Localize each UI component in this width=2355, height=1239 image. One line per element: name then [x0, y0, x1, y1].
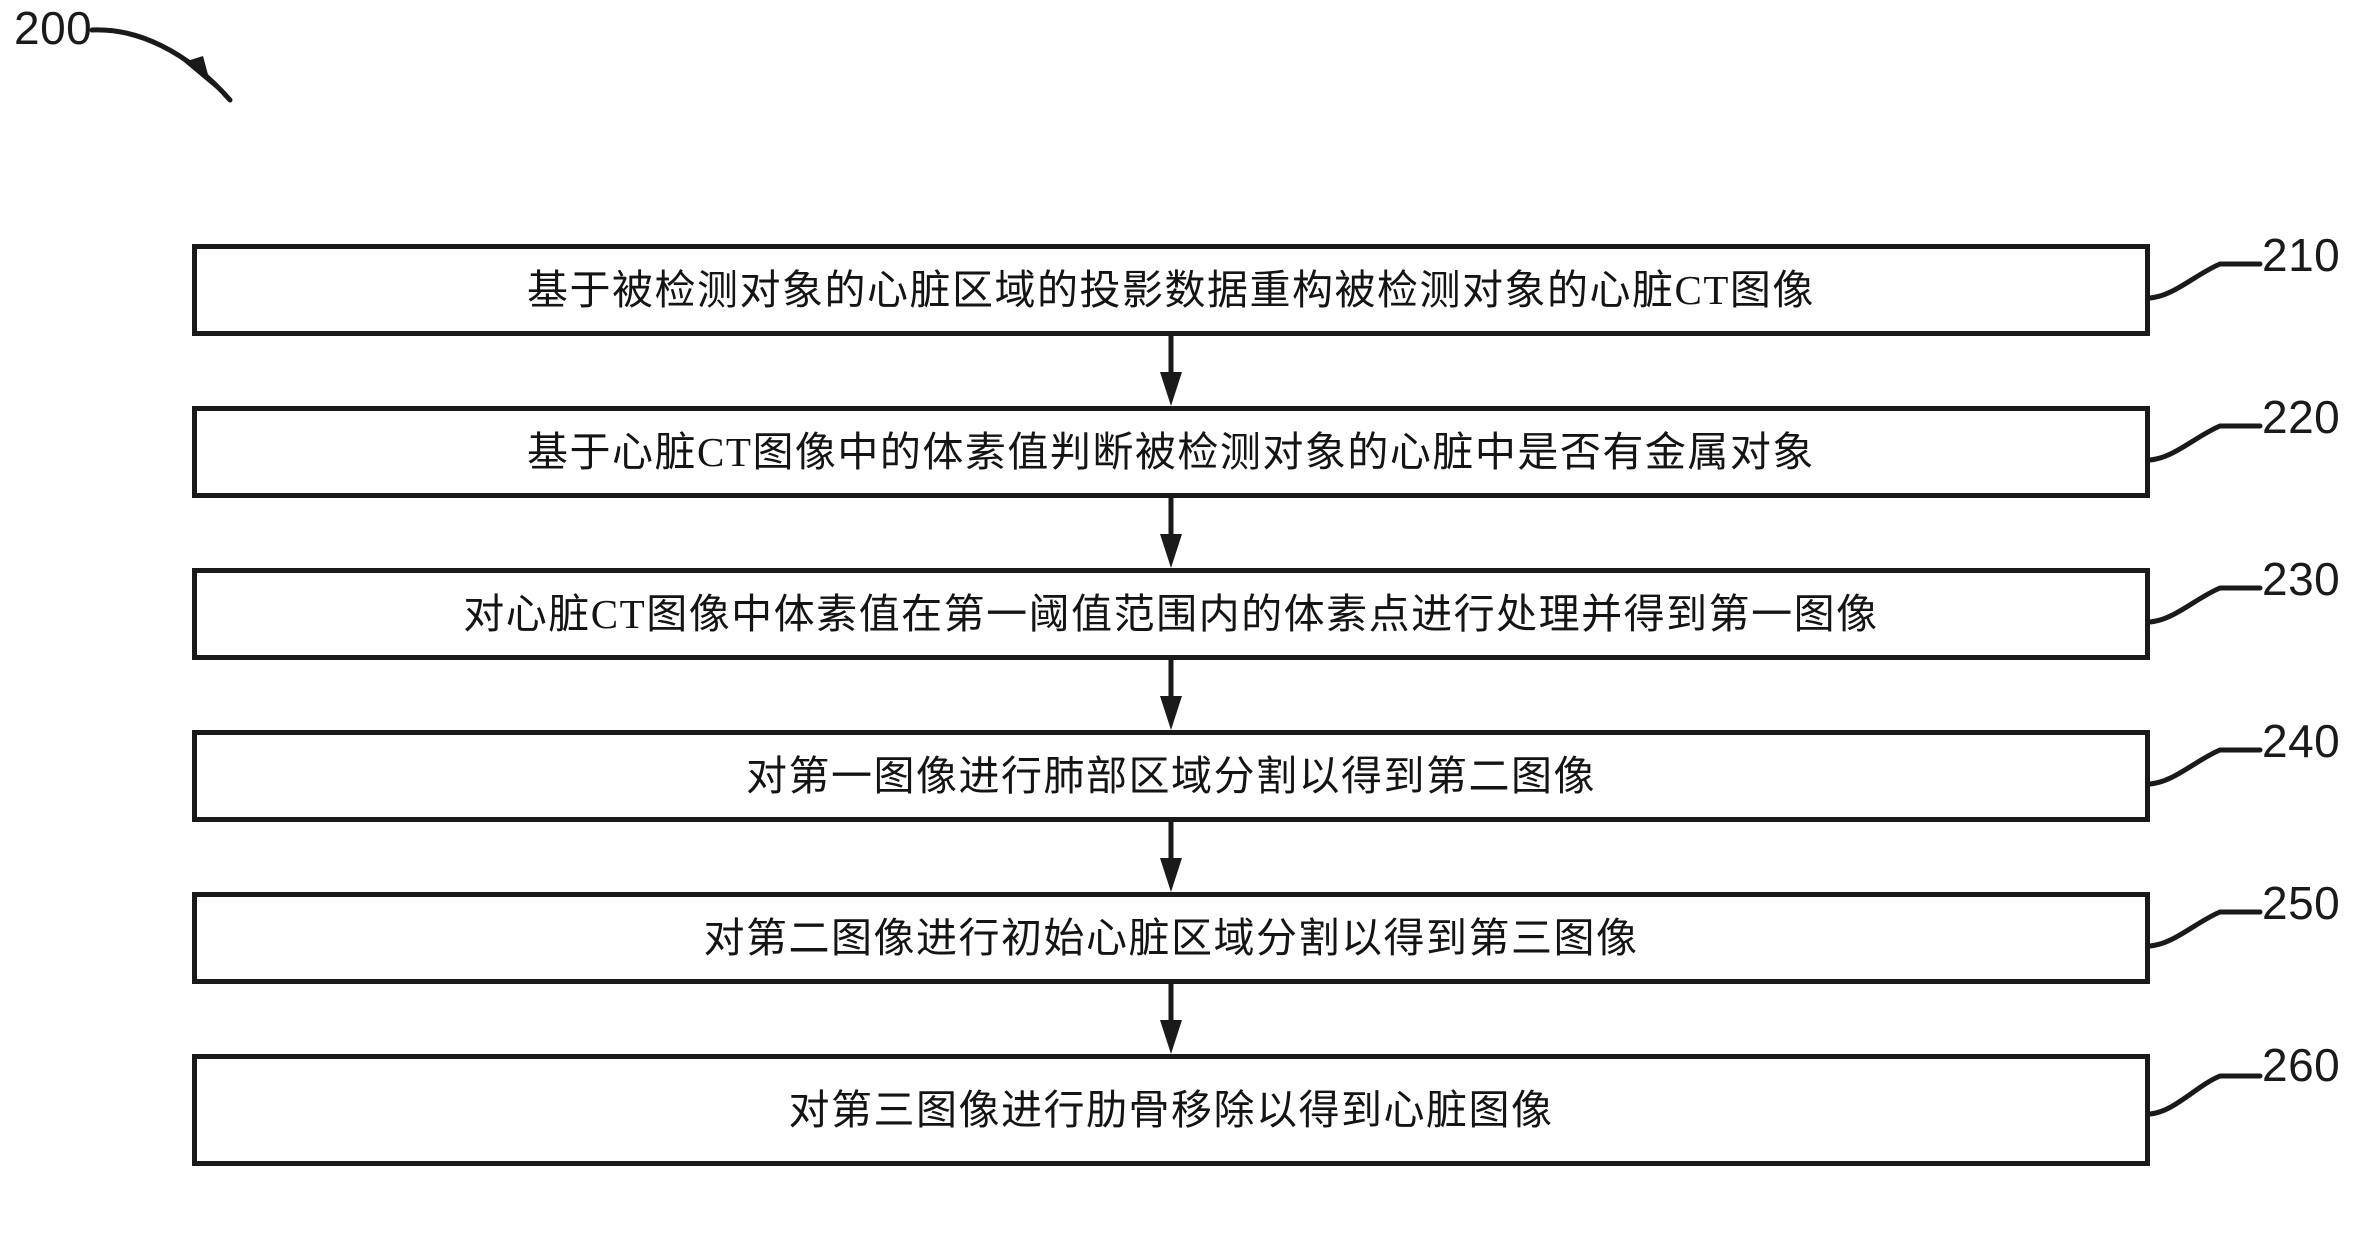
- flow-step-210-label: 基于被检测对象的心脏区域的投影数据重构被检测对象的心脏CT图像: [527, 267, 1815, 313]
- flow-step-260-label: 对第三图像进行肋骨移除以得到心脏图像: [788, 1087, 1554, 1133]
- leader-line-250: [2148, 909, 2263, 949]
- flow-step-250[interactable]: 对第二图像进行初始心脏区域分割以得到第三图像: [192, 892, 2150, 984]
- reference-numeral-230: 230: [2262, 553, 2341, 605]
- connector-240-to-250-arrow-icon: [1160, 822, 1182, 892]
- connector-250-to-260-arrow-icon: [1160, 984, 1182, 1054]
- figure-number-label: 200: [14, 2, 93, 54]
- flow-step-230-label: 对心脏CT图像中体素值在第一阈值范围内的体素点进行处理并得到第一图像: [463, 591, 1879, 637]
- connector-220-to-230-arrow-icon: [1160, 498, 1182, 568]
- connector-230-to-240-arrow-icon: [1160, 660, 1182, 730]
- leader-line-230: [2148, 585, 2263, 625]
- flow-step-250-label: 对第二图像进行初始心脏区域分割以得到第三图像: [703, 915, 1639, 961]
- flow-step-240-label: 对第一图像进行肺部区域分割以得到第二图像: [746, 753, 1596, 799]
- reference-numeral-250: 250: [2262, 877, 2341, 929]
- leader-line-260: [2148, 1073, 2263, 1117]
- leader-line-210: [2148, 261, 2263, 301]
- flow-step-210[interactable]: 基于被检测对象的心脏区域的投影数据重构被检测对象的心脏CT图像: [192, 244, 2150, 336]
- connector-210-to-220-arrow-icon: [1160, 336, 1182, 406]
- flow-step-240[interactable]: 对第一图像进行肺部区域分割以得到第二图像: [192, 730, 2150, 822]
- leader-line-240: [2148, 747, 2263, 787]
- flow-step-220[interactable]: 基于心脏CT图像中的体素值判断被检测对象的心脏中是否有金属对象: [192, 406, 2150, 498]
- flow-step-220-label: 基于心脏CT图像中的体素值判断被检测对象的心脏中是否有金属对象: [527, 429, 1815, 475]
- flow-step-260[interactable]: 对第三图像进行肋骨移除以得到心脏图像: [192, 1054, 2150, 1166]
- reference-numeral-260: 260: [2262, 1039, 2341, 1091]
- flow-step-230[interactable]: 对心脏CT图像中体素值在第一阈值范围内的体素点进行处理并得到第一图像: [192, 568, 2150, 660]
- reference-numeral-240: 240: [2262, 715, 2341, 767]
- figure-callout-arrow-icon: [89, 27, 233, 103]
- leader-line-220: [2148, 423, 2263, 463]
- reference-numeral-210: 210: [2262, 229, 2341, 281]
- reference-numeral-220: 220: [2262, 391, 2341, 443]
